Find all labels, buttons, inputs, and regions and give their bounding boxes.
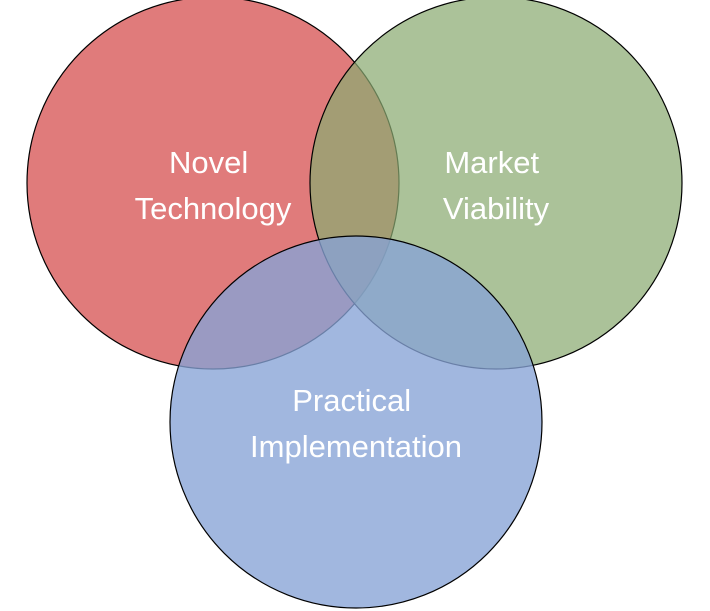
label-market-viability: Market Viability xyxy=(443,145,550,226)
label-novel: Novel xyxy=(169,145,248,180)
label-market: Market xyxy=(444,145,539,180)
label-technology: Technology xyxy=(135,191,292,226)
label-viability: Viability xyxy=(443,191,550,226)
circle-practical-implementation xyxy=(169,235,543,609)
label-novel-technology: Novel Technology xyxy=(135,145,292,226)
label-implementation: Implementation xyxy=(250,429,462,464)
label-practical-implementation: Practical Implementation xyxy=(250,383,462,464)
label-practical: Practical xyxy=(292,383,411,418)
